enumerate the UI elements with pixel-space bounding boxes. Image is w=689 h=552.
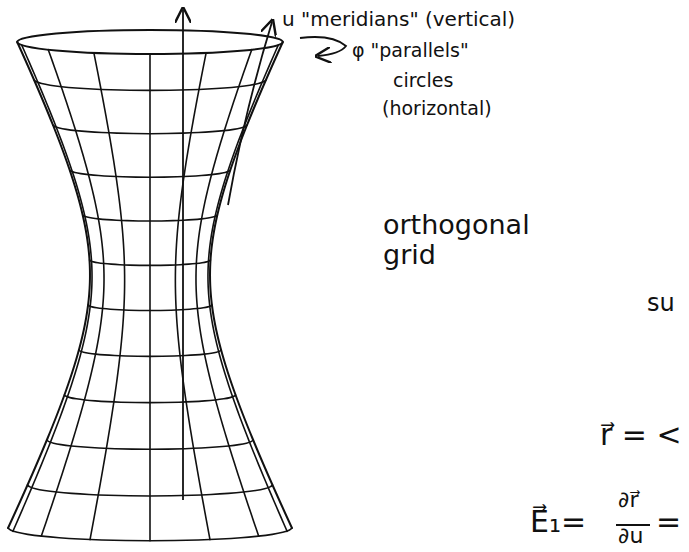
silhouette	[8, 42, 90, 528]
equation-text: =	[656, 505, 681, 538]
meridian-line	[13, 45, 92, 531]
meridian-line	[175, 53, 210, 540]
equation-text: ∂u	[618, 524, 643, 548]
meridian-line	[90, 53, 125, 540]
axis-label: φ "parallels"	[352, 40, 469, 61]
cut-off-text: su	[647, 290, 675, 316]
top-rim	[17, 30, 283, 54]
equation-text: r⃗ = <	[600, 418, 682, 451]
u-direction-arrow	[228, 22, 272, 205]
equation-text: E⃗₁=	[530, 505, 586, 538]
equation-text: ∂r⃗	[618, 488, 638, 512]
axis-arrow	[182, 10, 184, 500]
meridian-line	[149, 54, 151, 541]
phi-direction-arrow	[300, 37, 346, 56]
meridian-line	[208, 45, 287, 531]
axis-label: (horizontal)	[382, 98, 492, 119]
axis-label: circles	[393, 70, 453, 91]
silhouette	[210, 42, 292, 528]
note-text: orthogonal grid	[383, 210, 563, 269]
axis-label: u "meridians" (vertical)	[282, 8, 515, 30]
meridian-line	[196, 50, 259, 537]
meridian-line	[41, 50, 104, 537]
